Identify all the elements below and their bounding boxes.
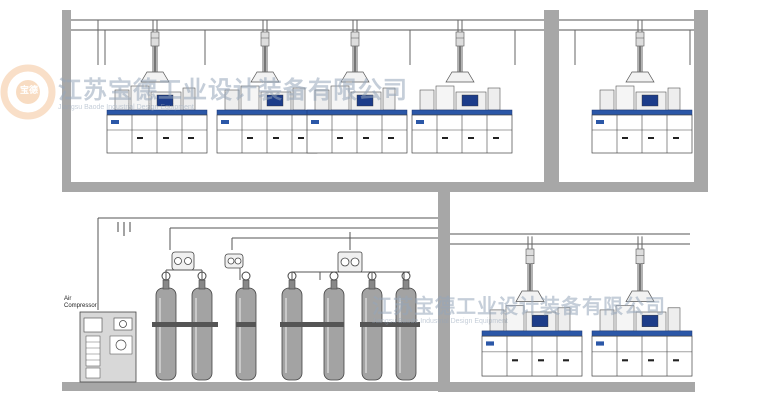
air-compressor xyxy=(79,311,137,383)
top-lab-room xyxy=(62,10,708,192)
watermark-logo xyxy=(0,64,56,120)
workstation xyxy=(591,19,693,154)
watermark-company-subtitle-right: Jiangsu Baode Industrial Design Equipmen… xyxy=(372,318,508,325)
watermark-company-subtitle: Jiangsu Baode Industrial Design Equipmen… xyxy=(58,104,194,111)
air-compressor-label: Air Compressor xyxy=(64,296,97,309)
bottom-right-lab-room xyxy=(438,192,695,392)
workstation xyxy=(411,19,513,154)
watermark-company-name: 江苏宝德工业设计装备有限公司 xyxy=(58,76,408,104)
watermark-logo-text: 宝德 xyxy=(20,85,39,95)
watermark-company-name-right: 江苏宝德工业设计装备有限公司 xyxy=(372,294,666,318)
gas-cylinder-room xyxy=(62,217,438,391)
